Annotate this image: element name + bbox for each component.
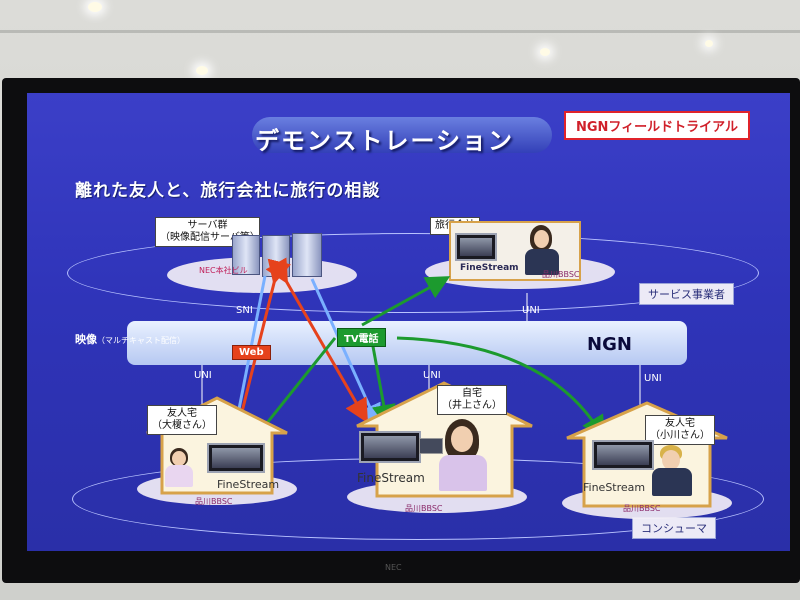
friend-right-name: （小川さん） bbox=[650, 430, 710, 441]
travel-tv bbox=[455, 233, 497, 261]
agent-face bbox=[534, 230, 549, 248]
service-provider-ring bbox=[67, 233, 759, 313]
ceiling-light bbox=[196, 66, 208, 75]
home-settop-box bbox=[419, 438, 443, 454]
home-bbsc: 品川BBSC bbox=[405, 504, 443, 513]
friend-right-bbsc: 品川BBSC bbox=[623, 504, 661, 513]
ngn-label: NGN bbox=[587, 334, 632, 355]
ceiling-light bbox=[705, 40, 713, 47]
friend-left-body bbox=[165, 465, 193, 487]
friend-right-tv bbox=[592, 440, 654, 470]
slide-title: デモンストレーション bbox=[255, 127, 515, 155]
friend-left-label: 友人宅 （大榎さん） bbox=[147, 405, 217, 435]
home-label: 自宅 （井上さん） bbox=[437, 385, 507, 415]
home-title: 自宅 bbox=[462, 388, 482, 399]
friend-right-body bbox=[652, 468, 692, 496]
tv-call-arrow bbox=[370, 340, 396, 429]
agent-body bbox=[525, 249, 559, 275]
tv-call-tag: TV電話 bbox=[337, 328, 386, 347]
service-provider-tag: サービス事業者 bbox=[639, 283, 734, 305]
video-label-sub: （マルチキャスト配信） bbox=[97, 336, 185, 345]
host-body bbox=[439, 455, 487, 491]
friend-left-bbsc: 品川BBSC bbox=[195, 497, 233, 506]
host-face bbox=[451, 426, 473, 452]
friend-right-face bbox=[662, 450, 680, 470]
slide-subtitle: 離れた友人と、旅行会社に旅行の相談 bbox=[75, 181, 381, 201]
uni-label: UNI bbox=[522, 305, 540, 316]
server-group-detail: （映像配信サーバ等） bbox=[160, 232, 260, 243]
server-location: NEC本社ビル bbox=[199, 266, 248, 275]
friend-left-face bbox=[172, 451, 186, 466]
tv-call-arrow bbox=[361, 276, 451, 327]
friend-left-title: 友人宅 bbox=[167, 408, 197, 419]
home-tv bbox=[359, 431, 421, 463]
monitor-brand: NEC bbox=[385, 563, 402, 572]
friend-right-title: 友人宅 bbox=[665, 418, 695, 429]
uni-label: UNI bbox=[423, 370, 441, 381]
travel-bbsc: 品川BBSC bbox=[542, 270, 580, 279]
ngn-network-band bbox=[127, 321, 687, 365]
server-group-title: サーバ群 bbox=[187, 220, 228, 231]
trial-badge: NGNフィールドトライアル bbox=[564, 111, 751, 140]
friend-left-tv bbox=[207, 443, 265, 473]
ceiling-light bbox=[88, 2, 102, 12]
presentation-slide: デモンストレーション NGNフィールドトライアル 離れた友人と、旅行会社に旅行の… bbox=[27, 93, 790, 551]
friend-right-finestream: FineStream bbox=[583, 481, 646, 494]
uni-label: UNI bbox=[194, 370, 212, 381]
server-group-label: サーバ群 （映像配信サーバ等） bbox=[155, 217, 260, 247]
home-name: （井上さん） bbox=[442, 400, 502, 411]
tv-call-arrow bbox=[251, 337, 337, 443]
uni-label: UNI bbox=[644, 373, 662, 384]
ceiling-rail bbox=[0, 30, 800, 33]
tv-call-arrow bbox=[396, 336, 606, 441]
travel-finestream: FineStream bbox=[460, 263, 519, 273]
home-finestream: FineStream bbox=[357, 471, 425, 485]
video-label: 映像（マルチキャスト配信） bbox=[75, 331, 185, 347]
video-label-main: 映像 bbox=[75, 333, 97, 346]
friend-left-finestream: FineStream bbox=[217, 478, 280, 491]
title-banner bbox=[252, 117, 552, 153]
friend-left-name: （大榎さん） bbox=[152, 420, 212, 431]
web-tag: Web bbox=[232, 345, 271, 360]
ceiling-light bbox=[540, 48, 550, 56]
friend-right-label: 友人宅 （小川さん） bbox=[645, 415, 715, 445]
